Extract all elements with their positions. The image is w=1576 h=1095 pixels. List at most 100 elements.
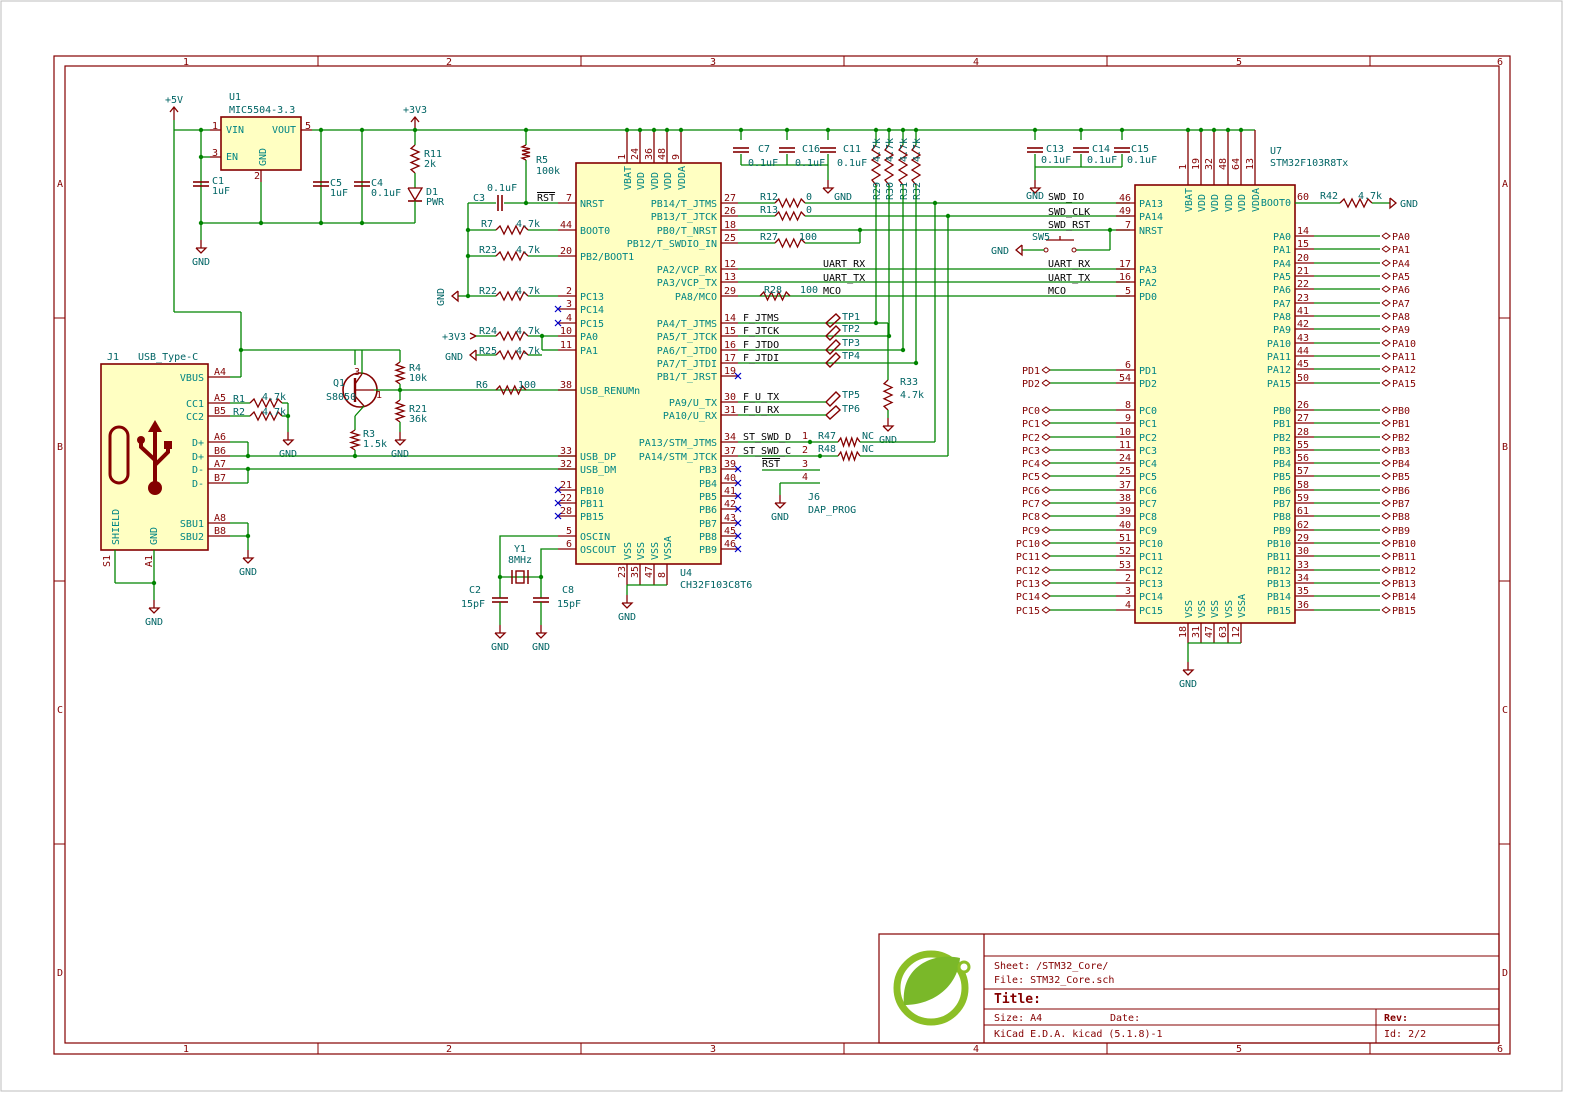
- u4-right-pin: PA2/VCP_RX: [657, 265, 717, 276]
- pin-num: 4: [802, 472, 808, 483]
- frame-row-label: C: [1502, 705, 1508, 716]
- pin-num: 19: [724, 366, 736, 377]
- u4-top-pin: VDDA: [677, 166, 688, 190]
- no-connect-mark: [734, 465, 742, 473]
- u4-right-pin: PA10/U_RX: [663, 411, 717, 422]
- u7-right-pin: PB5: [1273, 472, 1291, 483]
- power-label: +5V: [165, 95, 183, 106]
- pin-num: 4: [1125, 600, 1131, 611]
- r5-value: 100k: [536, 166, 560, 177]
- u7-top-pin: VDD: [1237, 194, 1248, 212]
- j1-value: USB_Type-C: [138, 352, 198, 363]
- pin-num: A5: [214, 393, 226, 404]
- global-label-icon: [1381, 285, 1391, 293]
- test-point-icon: [825, 325, 841, 341]
- size-label: Size: A4: [994, 1013, 1042, 1024]
- net-label: SWD_CLK: [1048, 207, 1090, 218]
- global-label: PB9: [1392, 526, 1410, 537]
- u4-right-pin: PA4/T_JTMS: [657, 319, 717, 330]
- r28-ref: R28: [764, 285, 782, 296]
- r32-value: 4.7k: [912, 138, 923, 162]
- usb-node: [137, 436, 145, 444]
- wire: [354, 373, 363, 385]
- global-label: PA15: [1392, 379, 1416, 390]
- usb-node: [164, 441, 172, 449]
- pin-num: 1: [212, 121, 218, 132]
- r29-value: 4.7k: [872, 138, 883, 162]
- resistor-symbol: [495, 290, 529, 302]
- wire: [354, 395, 365, 407]
- gnd-icon: [494, 632, 507, 639]
- tp-ref: TP1: [842, 312, 860, 323]
- logo-ring: [893, 950, 969, 1026]
- pin-num: 47: [644, 566, 655, 578]
- junction-dot: [932, 200, 938, 206]
- global-label: PD2: [1022, 379, 1040, 390]
- global-label: PA9: [1392, 325, 1410, 336]
- pin-num: 3: [354, 367, 360, 378]
- r25-ref: R25: [479, 346, 497, 357]
- u4-bot-pin: VSSA: [663, 536, 674, 560]
- j6-value: DAP_PROG: [808, 505, 856, 516]
- junction-dot: [784, 127, 790, 133]
- pin-num: 37: [1119, 480, 1131, 491]
- no-connect-mark: [554, 305, 562, 313]
- global-label-icon: [1381, 379, 1391, 387]
- j1-pin-label: D-: [192, 465, 204, 476]
- resistor-symbol: [495, 224, 529, 236]
- pin-num: 26: [724, 206, 736, 217]
- global-label: PB10: [1392, 539, 1416, 550]
- u4-right-pin: PA7/T_JTDI: [657, 359, 717, 370]
- junction-dot: [1078, 127, 1084, 133]
- r48-ref: R48: [818, 444, 836, 455]
- r3-ref: R3: [363, 429, 375, 440]
- no-connect-mark: [554, 319, 562, 327]
- j1-pin-label: VBUS: [180, 373, 204, 384]
- u7-left-pin: PC3: [1139, 446, 1157, 457]
- u4-left-pin: PB11: [580, 499, 604, 510]
- resistor-symbol: [837, 450, 861, 462]
- u1-pin-gnd: GND: [258, 148, 269, 166]
- pin-num: 34: [1297, 573, 1309, 584]
- u7-left-pin: PA2: [1139, 278, 1157, 289]
- junction-dot: [352, 453, 358, 459]
- c3-ref: C3: [473, 193, 485, 204]
- junction-dot: [857, 227, 863, 233]
- gnd-label: GND: [1026, 191, 1044, 202]
- u7-left-pin: PC11: [1139, 552, 1163, 563]
- global-label-icon: [1041, 379, 1051, 387]
- j1-pin-label: D-: [192, 479, 204, 490]
- frame-row-label: D: [1502, 968, 1508, 979]
- no-connect-mark: [554, 486, 562, 494]
- pin-num: 20: [560, 246, 572, 257]
- u7-bot-pin: VSS: [1184, 600, 1195, 618]
- junction-dot: [1211, 127, 1217, 133]
- r31-ref: R31: [899, 182, 910, 200]
- r1-value: 4.7k: [262, 392, 286, 403]
- pin-num: 24: [630, 148, 641, 160]
- r48-value: NC: [862, 444, 874, 455]
- global-label: PA10: [1392, 339, 1416, 350]
- global-label-icon: [1381, 472, 1391, 480]
- global-label-icon: [1381, 272, 1391, 280]
- r30-value: 4.7k: [885, 138, 896, 162]
- u7-right-pin: PB6: [1273, 486, 1291, 497]
- pin-num: 22: [560, 493, 572, 504]
- gnd-icon: [1182, 669, 1195, 676]
- y1-ref: Y1: [514, 544, 526, 555]
- global-label: PB3: [1392, 446, 1410, 457]
- c1-ref: C1: [212, 176, 224, 187]
- global-label-icon: [1381, 339, 1391, 347]
- gnd-icon: [195, 247, 208, 254]
- junction-dot: [465, 253, 471, 259]
- gnd-label: GND: [239, 567, 257, 578]
- sw5-ref: SW5: [1032, 232, 1050, 243]
- net-label: UART_TX: [1048, 273, 1090, 284]
- u4-right-pin: PA14/STM_JTCK: [639, 452, 717, 463]
- u7-left-pin: PC7: [1139, 499, 1157, 510]
- c2-ref: C2: [469, 585, 481, 596]
- gnd-label: GND: [145, 617, 163, 628]
- pin-num: 17: [724, 353, 736, 364]
- global-label: PC3: [1022, 446, 1040, 457]
- global-label: PC5: [1022, 472, 1040, 483]
